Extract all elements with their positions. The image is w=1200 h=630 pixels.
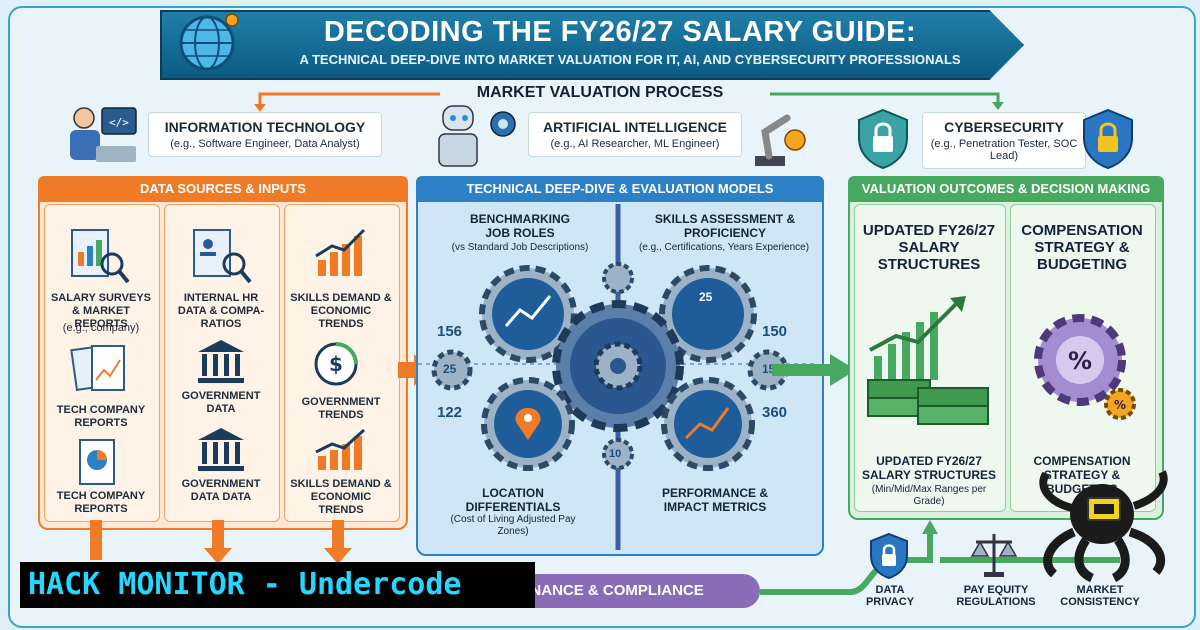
outcomes-banner: VALUATION OUTCOMES & DECISION MAKING	[848, 176, 1164, 202]
domain-it-name: INFORMATION TECHNOLOGY	[164, 119, 366, 135]
location-differentials-label: LOCATION DIFFERENTIALS	[465, 486, 561, 514]
arrow-right-green	[772, 354, 856, 386]
salary-structures-sub: (Min/Mid/Max Ranges per Grade)	[871, 484, 987, 507]
gear-performance-icon	[661, 377, 755, 471]
money-growth-icon	[867, 296, 989, 425]
gear-benchmarking-icon	[479, 265, 577, 363]
performance-metrics-label: PERFORMANCE & IMPACT METRICS	[661, 486, 768, 514]
salary-structures-title: UPDATED FY26/27 SALARY STRUCTURES	[862, 222, 996, 273]
small-gear-25: 25	[443, 362, 457, 376]
pay-equity-label: PAY EQUITY REGULATIONS	[956, 584, 1036, 608]
domain-it-example: (e.g., Software Engineer, Data Analyst)	[170, 138, 360, 150]
government-trends-label: GOVERNMENT TRENDS	[301, 396, 381, 421]
skills-assessment-sub: (e.g., Certifications, Years Experience)	[638, 242, 810, 253]
skills-demand-label: SKILLS DEMAND & ECONOMIC TRENDS	[290, 292, 392, 330]
report-pages-icon	[70, 344, 125, 392]
percent-gear-icon: % %	[1034, 314, 1136, 420]
market-consistency-label: MARKET CONSISTENCY	[1060, 584, 1140, 608]
flow-arrows-orange	[90, 520, 352, 564]
tech-company-reports-label: TECH COMPANY REPORTS	[56, 404, 146, 429]
developer-icon: </>	[70, 107, 137, 162]
salary-structures-mid-label: UPDATED FY26/27 SALARY STRUCTURES	[861, 454, 996, 482]
rising-chart-icon	[315, 428, 366, 470]
government-data-data-label: GOVERNMENT DATA DATA	[181, 478, 261, 503]
gear-skills-25: 25	[699, 290, 713, 304]
domain-ai-example: (e.g., AI Researcher, ML Engineer)	[550, 138, 720, 150]
domain-ai: ARTIFICIAL INTELLIGENCE (e.g., AI Resear…	[528, 112, 742, 157]
number-122: 122	[437, 404, 463, 421]
location-differentials-sub: (Cost of Living Adjusted Pay Zones)	[450, 514, 576, 537]
gear-location-icon	[481, 377, 575, 471]
small-gear-left-icon	[431, 349, 473, 391]
globe-network-icon	[179, 13, 239, 71]
benchmarking-sub: (vs Standard Job Descriptions)	[451, 242, 589, 253]
robot-arm-icon	[755, 114, 806, 166]
header-banner	[160, 10, 1024, 80]
number-156: 156	[437, 323, 463, 340]
dollar-coin-icon: $	[314, 342, 358, 386]
pie-report-icon	[79, 439, 115, 485]
domain-cyber-name: CYBERSECURITY	[944, 119, 1064, 135]
scales-icon	[970, 534, 1018, 577]
shield-lock-icon	[1083, 108, 1133, 170]
government-building-icon	[198, 340, 244, 383]
profile-search-icon	[193, 229, 252, 284]
svg-text:</>: </>	[109, 116, 129, 129]
process-title: MARKET VALUATION PROCESS	[476, 84, 724, 101]
data-privacy-label: DATA PRIVACY	[865, 584, 915, 608]
small-gear-top-icon	[602, 262, 634, 294]
shield-lock-icon	[858, 108, 908, 170]
salary-surveys-sub: (e.g., company)	[62, 322, 140, 334]
internal-hr-data-label: INTERNAL HR DATA & COMPA-RATIOS	[177, 292, 265, 330]
page-subtitle: A TECHNICAL DEEP-DIVE INTO MARKET VALUAT…	[299, 52, 961, 67]
robot-icon	[438, 105, 516, 167]
gear-cluster	[431, 262, 789, 471]
hack-monitor-watermark: HACK MONITOR - Undercode	[20, 562, 535, 608]
gear-central-icon	[552, 300, 684, 432]
small-gear-10: 10	[609, 448, 622, 460]
skills-assessment-label: SKILLS ASSESSMENT & PROFICIENCY	[654, 212, 796, 240]
domain-cyber-example: (e.g., Penetration Tester, SOC Lead)	[930, 138, 1078, 162]
salary-surveys-label: SALARY SURVEYS & MARKET REPORTS	[50, 292, 152, 330]
svg-text:%: %	[1114, 398, 1126, 412]
benchmarking-label: BENCHMARKING JOB ROLES	[470, 212, 570, 240]
svg-text:%: %	[1068, 347, 1092, 375]
privacy-shield-icon	[870, 532, 908, 580]
domain-it: INFORMATION TECHNOLOGY (e.g., Software E…	[148, 112, 382, 157]
compensation-strategy-title: COMPENSATION STRATEGY & BUDGETING	[1021, 222, 1143, 273]
small-gear-bottom-icon	[602, 438, 634, 470]
gear-skills-icon	[659, 265, 757, 363]
octopus-hacker-logo	[1039, 470, 1168, 582]
document-search-icon	[71, 229, 130, 284]
tech-company-reports-label-2: TECH COMPANY REPORTS	[56, 490, 146, 515]
svg-text:$: $	[329, 352, 343, 376]
government-data-label: GOVERNMENT DATA	[181, 390, 261, 415]
number-150: 150	[762, 323, 788, 340]
domain-cyber: CYBERSECURITY (e.g., Penetration Tester,…	[922, 112, 1086, 169]
evaluation-banner: TECHNICAL DEEP-DIVE & EVALUATION MODELS	[416, 176, 824, 202]
process-arrow	[254, 92, 1004, 112]
data-sources-banner: DATA SOURCES & INPUTS	[38, 176, 408, 202]
rising-chart-icon	[315, 228, 366, 276]
government-building-icon	[198, 428, 244, 471]
number-360: 360	[762, 404, 788, 421]
page-title: DECODING THE FY26/27 SALARY GUIDE:	[323, 16, 917, 48]
skills-demand-label-2: SKILLS DEMAND & ECONOMIC TRENDS	[290, 478, 392, 516]
domain-ai-name: ARTIFICIAL INTELLIGENCE	[542, 119, 728, 135]
